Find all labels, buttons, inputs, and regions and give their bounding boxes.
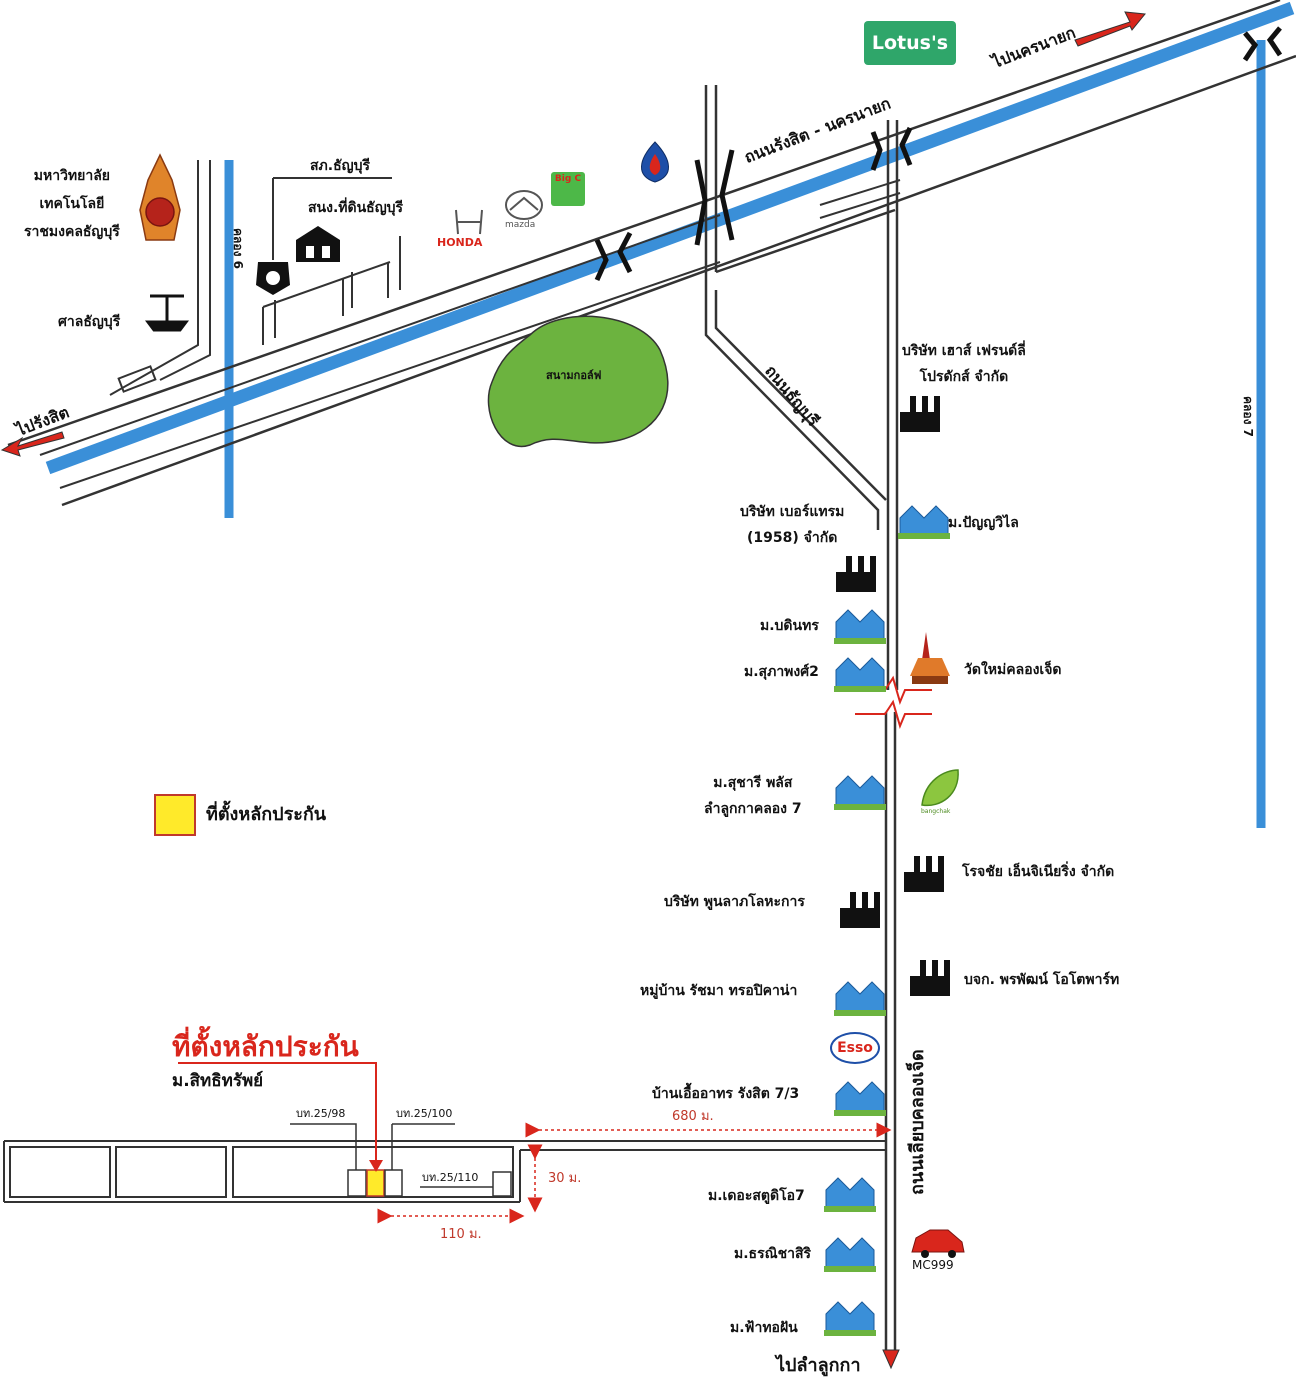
lot-100-label: บท.25/100: [396, 1107, 453, 1120]
thanisa-label: ม.ธรณิชาสิริ: [734, 1246, 812, 1262]
mazda-logo-icon: [505, 190, 543, 220]
service-road-2: [819, 192, 901, 219]
direction-to-lamlukka: ไปลำลูกกา: [776, 1355, 861, 1376]
rachma-label: หมู่บ้าน รัชมา ทรอปิคาน่า: [640, 983, 798, 999]
university-line-2: เทคโนโลยี: [39, 196, 105, 213]
lot-98: [347, 1169, 367, 1197]
road-label-khlong-chet: ถนนเลียบคลองเจ็ด: [907, 1049, 928, 1195]
parcel-block-2: [115, 1146, 227, 1198]
arrow-nakhonnayok: [1074, 11, 1146, 47]
arrow-south: [882, 1349, 900, 1370]
the-studio-label: ม.เดอะสตูดิโอ7: [708, 1188, 805, 1204]
mc999-label: MC999: [912, 1258, 954, 1272]
car-icon: [911, 1229, 965, 1258]
main-road-line-inner-south: [59, 261, 721, 489]
plot-title: ที่ตั้งหลักประกัน: [172, 1030, 359, 1063]
esso-logo: Esso: [830, 1032, 880, 1064]
golf-course: [487, 315, 669, 448]
university-line-1: มหาวิทยาลัย: [33, 168, 111, 184]
plot-pointer: [178, 1062, 377, 1165]
suchari-line-2: ลำลูกกาคลอง 7: [704, 801, 802, 818]
supapong-label: ม.สุภาพงศ์2: [744, 664, 819, 680]
court-label: ศาลธัญบุรี: [58, 314, 121, 330]
bangchak-icon: [921, 769, 959, 807]
canal-label-khlong-7: คลอง 7: [1241, 396, 1255, 437]
temple-icon: [910, 632, 950, 684]
lot-98-label: บท.25/98: [296, 1107, 346, 1120]
service-road: [819, 179, 901, 206]
house-friendly-label: บริษัท เฮาส์ เฟรนด์ลี่ โปรดักส์ จำกัด: [902, 343, 1026, 385]
main-road-line-inner-north: [39, 214, 721, 456]
suchari-line-1: ม.สุชารี พลัส: [713, 775, 793, 791]
ptt-icon: [641, 141, 669, 183]
thanyaburi-road-inner: [714, 85, 887, 501]
legend-label: ที่ตั้งหลักประกัน: [206, 804, 327, 825]
lot-highlight: [366, 1169, 385, 1197]
grass-icon: [824, 533, 950, 1336]
prapat-label: บจก. พรพัฒน์ โอโตพาร์ท: [964, 972, 1120, 988]
lot-100: [384, 1169, 403, 1197]
university-label: มหาวิทยาลัย เทคโนโลยี ราชมงคลธัญบุรี: [24, 168, 120, 240]
university-line-3: ราชมงคลธัญบุรี: [24, 224, 120, 241]
police-label: สภ.ธัญบุรี: [310, 158, 370, 174]
house-friendly-line-1: บริษัท เฮาส์ เฟรนด์ลี่: [902, 343, 1026, 359]
rochai-label: โรจชัย เอ็นจิเนียริ่ง จำกัด: [962, 864, 1115, 880]
baan-uea-label: บ้านเอื้ออาทร รังสิต 7/3: [652, 1086, 800, 1102]
bangchak-label: bangchak: [921, 808, 951, 815]
suchari-label: ม.สุชารี พลัส ลำลูกกาคลอง 7: [704, 775, 802, 817]
dist-110-label: 110 ม.: [440, 1227, 482, 1242]
small-block: [117, 365, 157, 393]
police-badge-icon: [256, 262, 290, 295]
honda-logo-icon: [455, 209, 483, 235]
sitthisap-label: ม.สิทธิทรัพย์: [172, 1071, 264, 1091]
thanyaburi-road-outer: [704, 85, 880, 530]
canal-label-khlong-6: คลอง 6: [231, 228, 245, 269]
house-icon: [825, 505, 949, 1333]
arrow-rangsit: [0, 431, 65, 457]
berli-line-2: (1958) จำกัด: [747, 530, 838, 547]
main-road-line-south: [61, 54, 1296, 507]
building-icon: [296, 226, 340, 262]
berli-label: บริษัท เบอร์แทรม (1958) จำกัด: [740, 504, 844, 546]
punyawilai-label: ม.ปัญญวิไล: [948, 515, 1019, 531]
plot-pointer-head: [369, 1160, 383, 1172]
legend-swatch: [154, 794, 196, 836]
bodin-label: ม.บดินทร: [760, 618, 819, 634]
berli-line-1: บริษัท เบอร์แทรม: [740, 504, 845, 520]
golf-course-label: สนามกอล์ฟ: [546, 369, 602, 382]
land-office-label: สนง.ที่ดินธัญบุรี: [308, 200, 404, 216]
lot-110-label: บท.25/110: [422, 1171, 479, 1184]
dist-30-label: 30 ม.: [548, 1171, 582, 1186]
fahtorfan-label: ม.ฟ้าทอฝัน: [730, 1320, 798, 1336]
main-canal: [45, 1, 1295, 475]
lot-98-leader: [290, 1123, 357, 1170]
parcel-block-3: [232, 1146, 514, 1198]
house-friendly-line-2: โปรดักส์ จำกัด: [919, 369, 1009, 386]
honda-label: HONDA: [437, 236, 483, 249]
factory-icon: [836, 396, 950, 996]
dist-680-label: 680 ม.: [672, 1109, 714, 1124]
mazda-label: mazda: [505, 220, 536, 230]
lot-110: [492, 1171, 512, 1197]
lotus-logo: Lotus's: [864, 21, 956, 65]
university-street: [109, 160, 211, 396]
block-top: [262, 261, 391, 308]
bigc-logo: Big C: [551, 172, 585, 206]
main-road-line-north: [7, 0, 1281, 447]
parcel-block-1: [9, 1146, 111, 1198]
court-scales-icon: [145, 294, 189, 332]
wat-label: วัดใหม่คลองเจ็ด: [964, 662, 1062, 678]
bridge-icon: [594, 26, 1283, 282]
lot-100-leader: [391, 1123, 455, 1170]
thanyaburi-cross: [715, 208, 896, 274]
university-seal-icon: [139, 153, 181, 241]
poonlarp-label: บริษัท พูนลาภโลหะการ: [664, 894, 805, 910]
